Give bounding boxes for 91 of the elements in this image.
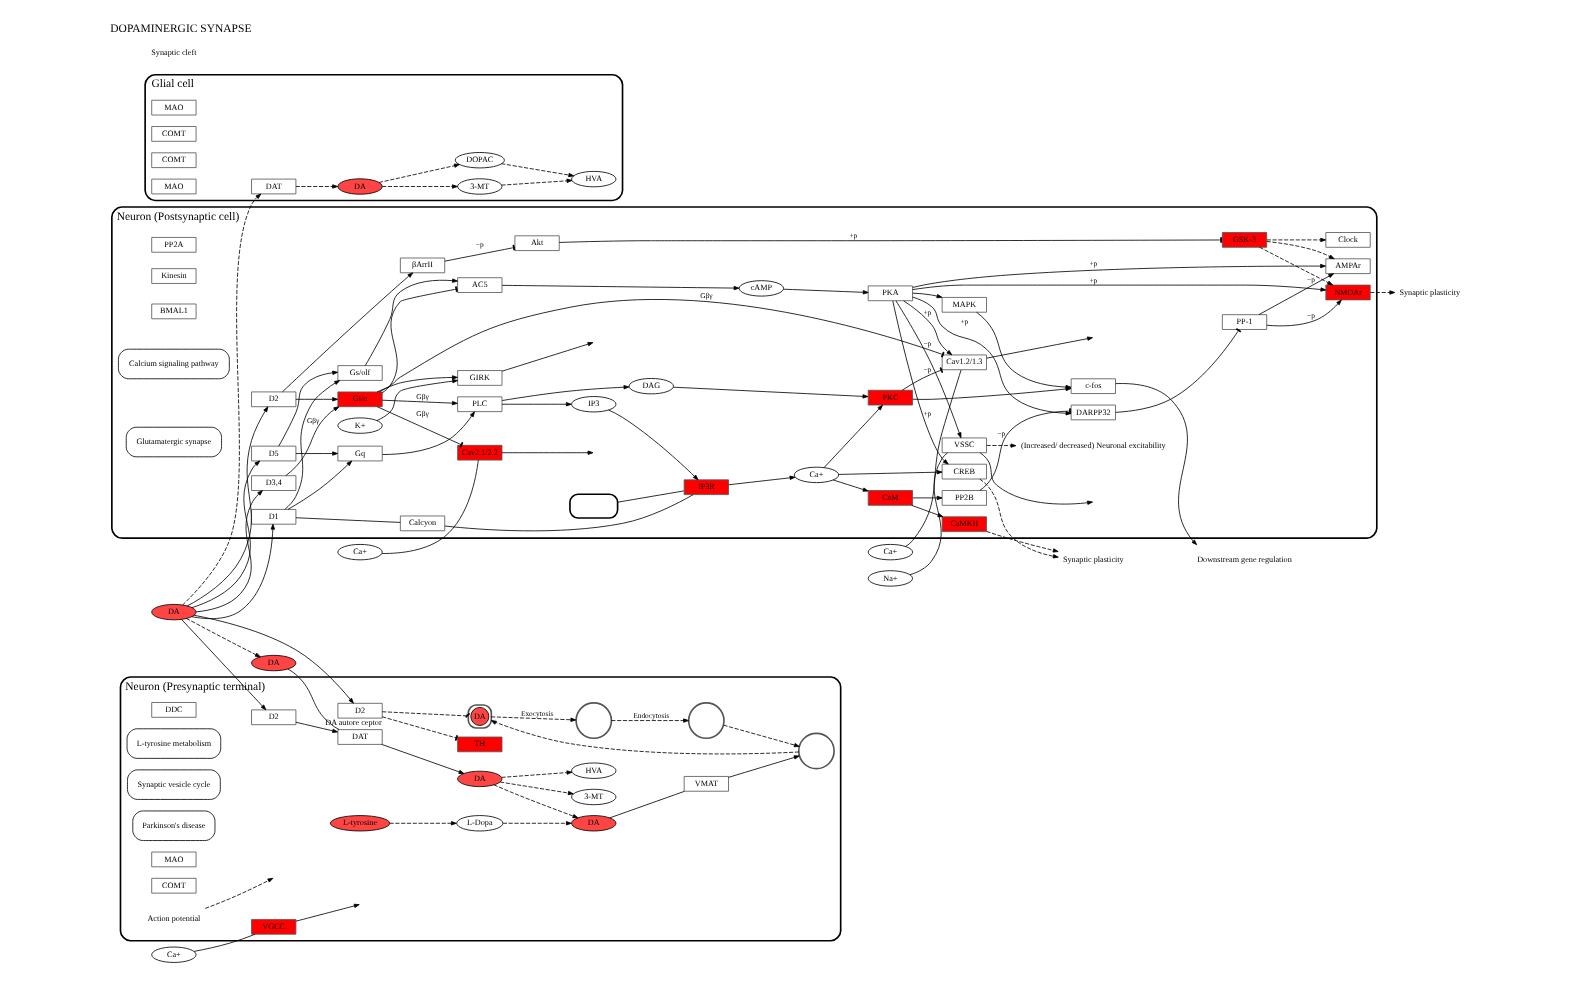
node-circle	[687, 702, 725, 740]
arrow	[281, 272, 414, 393]
arrow	[1266, 299, 1342, 327]
arrow	[783, 288, 869, 295]
arrow	[186, 406, 269, 607]
arrow	[499, 781, 574, 796]
arrow	[501, 450, 594, 455]
arrow	[501, 385, 630, 401]
arrow	[182, 193, 262, 606]
connector	[905, 369, 962, 547]
connector	[1115, 328, 1242, 413]
arrow	[1259, 246, 1333, 286]
arrow	[191, 523, 275, 620]
arrow	[287, 460, 353, 510]
arrow	[1266, 237, 1327, 243]
arrow	[912, 292, 943, 299]
arrow	[838, 470, 943, 475]
arrow	[912, 284, 1327, 292]
arrow	[382, 411, 475, 455]
arrow	[490, 716, 577, 722]
arrow	[979, 478, 1059, 559]
arrow	[295, 451, 338, 456]
arrow	[364, 278, 458, 366]
arrow	[723, 724, 800, 748]
arrow	[986, 531, 1059, 553]
arrow	[892, 300, 949, 465]
arrow	[295, 721, 338, 733]
connector	[609, 790, 685, 819]
connector	[381, 286, 458, 394]
arrow	[295, 397, 338, 402]
arrow	[378, 163, 460, 183]
arrow	[501, 402, 572, 407]
arrow	[381, 744, 465, 774]
arrow	[912, 263, 1326, 288]
arrow	[501, 178, 573, 186]
arrow	[673, 386, 869, 399]
arrow	[381, 184, 458, 189]
connector	[287, 668, 340, 730]
arrow	[278, 370, 339, 447]
arrow	[608, 409, 699, 481]
node-circle	[797, 732, 835, 770]
arrow	[1369, 290, 1396, 295]
arrow	[728, 755, 800, 778]
arrow	[284, 380, 341, 510]
arrow	[502, 821, 572, 826]
arrow	[501, 342, 594, 372]
connector	[909, 452, 948, 576]
arrow	[611, 718, 689, 723]
arrow	[986, 336, 1093, 359]
arrow	[1266, 241, 1335, 260]
arrow	[501, 163, 575, 178]
arrow	[381, 399, 458, 406]
arrow	[191, 460, 261, 609]
arrow	[376, 379, 458, 421]
arrow	[895, 300, 962, 439]
arrow	[285, 406, 340, 476]
connector	[901, 367, 944, 391]
connector	[295, 517, 401, 523]
arrow	[986, 443, 1017, 448]
connector	[617, 490, 685, 503]
arrow	[911, 504, 944, 518]
connector	[193, 933, 256, 952]
arrow	[295, 903, 360, 922]
node-circle	[575, 702, 613, 740]
arrow	[832, 479, 869, 492]
arrow	[493, 784, 579, 819]
arrow	[501, 770, 573, 778]
arrow	[181, 618, 267, 711]
arrow	[912, 495, 943, 501]
arrow	[204, 877, 274, 909]
arrow	[903, 300, 953, 356]
arrow	[376, 375, 458, 393]
connector	[381, 459, 479, 554]
arrow	[195, 490, 263, 613]
arrow	[389, 821, 457, 826]
arrow	[1258, 273, 1335, 316]
arrow	[501, 284, 740, 291]
arrow	[979, 452, 1093, 505]
connector	[381, 716, 458, 741]
connector	[444, 244, 516, 262]
node-box	[569, 493, 619, 519]
connector	[444, 494, 694, 532]
arrow	[823, 404, 883, 469]
arrow	[186, 618, 261, 658]
arrow	[295, 184, 338, 189]
connector	[376, 406, 464, 448]
arrow	[728, 475, 796, 486]
arrow	[193, 614, 354, 704]
arrow	[490, 720, 800, 755]
connector	[381, 711, 471, 718]
arrow	[1115, 383, 1198, 546]
